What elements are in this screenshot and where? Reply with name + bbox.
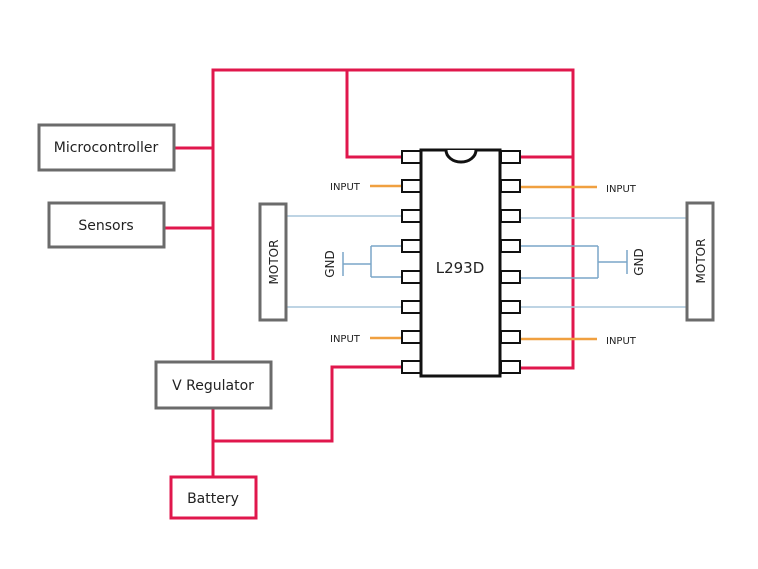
sensors-label: Sensors — [78, 218, 133, 234]
gnd-label-left: GND — [323, 250, 337, 278]
power-wires — [164, 68, 575, 477]
input-label-left-top: INPUT — [330, 182, 361, 193]
battery-block: Battery — [169, 475, 258, 520]
motor-right-label: MOTOR — [694, 239, 708, 284]
motor-right: MOTOR — [685, 201, 715, 322]
input-wires — [370, 184, 597, 341]
chip-label: L293D — [436, 259, 485, 277]
chip-l293d: L293D — [419, 148, 502, 378]
battery-label: Battery — [187, 491, 239, 507]
microcontroller-block: Microcontroller — [37, 123, 176, 172]
chip-pins-left — [401, 150, 422, 374]
regulator-block: V Regulator — [154, 360, 273, 410]
motor-wires — [286, 215, 687, 308]
chip-pins-right — [500, 150, 521, 374]
sensors-block: Sensors — [47, 201, 166, 249]
gnd-label-right: GND — [632, 248, 646, 276]
gnd-wires — [342, 245, 628, 279]
motor-left-label: MOTOR — [267, 240, 281, 285]
motor-left: MOTOR — [258, 202, 288, 322]
input-label-right-top: INPUT — [606, 184, 637, 195]
regulator-label: V Regulator — [172, 378, 254, 394]
input-label-right-bottom: INPUT — [606, 336, 637, 347]
microcontroller-label: Microcontroller — [54, 140, 159, 156]
input-label-left-bottom: INPUT — [330, 334, 361, 345]
